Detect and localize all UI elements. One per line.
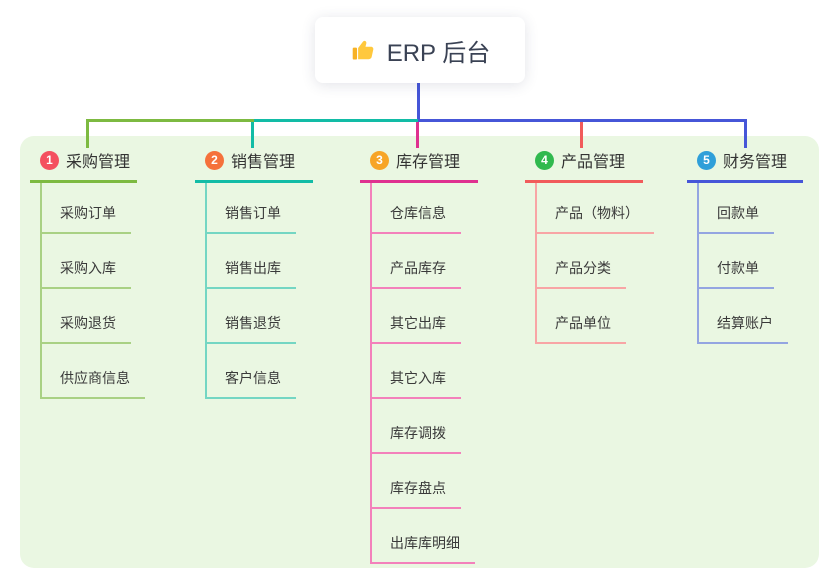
child-node-label: 产品分类 <box>537 258 626 289</box>
child-node-label: 产品库存 <box>372 258 461 289</box>
branches-panel <box>20 136 819 568</box>
child-node-label: 产品单位 <box>537 313 626 344</box>
branch-number-badge: 5 <box>697 150 716 170</box>
child-node[interactable]: 销售出库 <box>207 234 313 289</box>
branch-column: 5 财务管理回款单付款单结算账户 <box>687 146 803 344</box>
branch-number-badge: 4 <box>535 150 554 170</box>
connector-branch-drop-3 <box>416 122 419 148</box>
branch-title: 产品管理 <box>561 154 626 171</box>
child-node[interactable]: 库存盘点 <box>372 454 478 509</box>
child-node[interactable]: 产品（物料） <box>537 183 654 234</box>
connector-branch-drop-2 <box>251 122 254 148</box>
branch-column: 4 产品管理产品（物料） 产品分类产品单位 <box>525 146 654 344</box>
branch-header[interactable]: 3 库存管理 <box>360 146 478 183</box>
child-node[interactable]: 其它出库 <box>372 289 478 344</box>
child-node-label: 出库库明细 <box>372 533 475 564</box>
child-node-label: 销售退货 <box>207 313 296 344</box>
root-title: ERP 后台 <box>386 39 491 67</box>
branch-column: 3 库存管理仓库信息产品库存其它出库其它入库库存调拨库存盘点出库库明细 <box>360 146 478 564</box>
child-node-label: 产品（物料） <box>537 203 654 234</box>
connector-bus-segment-green <box>86 119 254 122</box>
branch-header[interactable]: 1 采购管理 <box>30 146 137 183</box>
child-node-label: 结算账户 <box>699 313 788 344</box>
child-node-label: 仓库信息 <box>372 203 461 234</box>
child-node[interactable]: 销售退货 <box>207 289 313 344</box>
branch-children: 产品（物料） 产品分类产品单位 <box>535 183 654 344</box>
child-node-label: 回款单 <box>699 203 774 234</box>
branch-number-badge: 1 <box>40 150 59 170</box>
child-node-label: 库存盘点 <box>372 478 461 509</box>
child-node-label: 采购退货 <box>42 313 131 344</box>
root-node[interactable]: ERP 后台 <box>315 17 525 83</box>
branch-column: 2 销售管理销售订单销售出库销售退货客户信息 <box>195 146 313 399</box>
branch-title: 采购管理 <box>66 154 131 171</box>
child-node-label: 采购订单 <box>42 203 131 234</box>
child-node-label: 客户信息 <box>207 368 296 399</box>
connector-root-drop <box>417 83 420 120</box>
branch-number-badge: 2 <box>205 150 224 170</box>
child-node[interactable]: 付款单 <box>699 234 803 289</box>
branch-header[interactable]: 5 财务管理 <box>687 146 803 183</box>
branch-children: 采购订单采购入库采购退货供应商信息 <box>40 183 145 399</box>
child-node[interactable]: 供应商信息 <box>42 344 145 399</box>
connector-branch-drop-1 <box>86 119 89 148</box>
branch-children: 销售订单销售出库销售退货客户信息 <box>205 183 313 399</box>
child-node-label: 销售出库 <box>207 258 296 289</box>
branch-header[interactable]: 4 产品管理 <box>525 146 643 183</box>
branch-title: 财务管理 <box>723 154 788 171</box>
child-node-label: 供应商信息 <box>42 368 145 399</box>
child-node[interactable]: 采购退货 <box>42 289 145 344</box>
child-node[interactable]: 采购订单 <box>42 183 145 234</box>
child-node-label: 付款单 <box>699 258 774 289</box>
connector-bus-segment-teal <box>254 119 418 122</box>
branch-title: 库存管理 <box>396 154 461 171</box>
child-node-label: 其它出库 <box>372 313 461 344</box>
child-node[interactable]: 销售订单 <box>207 183 313 234</box>
branch-header[interactable]: 2 销售管理 <box>195 146 313 183</box>
child-node[interactable]: 结算账户 <box>699 289 803 344</box>
connector-branch-drop-5 <box>744 119 747 148</box>
child-node[interactable]: 客户信息 <box>207 344 313 399</box>
child-node-label: 销售订单 <box>207 203 296 234</box>
child-node[interactable]: 仓库信息 <box>372 183 478 234</box>
branch-title: 销售管理 <box>231 154 296 171</box>
branch-column: 1 采购管理采购订单采购入库采购退货供应商信息 <box>30 146 145 399</box>
child-node[interactable]: 回款单 <box>699 183 803 234</box>
connector-branch-drop-4 <box>580 122 583 148</box>
thumbs-up-icon <box>350 37 376 63</box>
child-node-label: 库存调拨 <box>372 423 461 454</box>
child-node-label: 其它入库 <box>372 368 461 399</box>
child-node[interactable]: 产品单位 <box>537 289 654 344</box>
child-node[interactable]: 采购入库 <box>42 234 145 289</box>
child-node[interactable]: 其它入库 <box>372 344 478 399</box>
branch-children: 回款单付款单结算账户 <box>697 183 803 344</box>
child-node-label: 采购入库 <box>42 258 131 289</box>
branch-children: 仓库信息产品库存其它出库其它入库库存调拨库存盘点出库库明细 <box>370 183 478 564</box>
child-node[interactable]: 产品分类 <box>537 234 654 289</box>
child-node[interactable]: 产品库存 <box>372 234 478 289</box>
branch-number-badge: 3 <box>370 150 389 170</box>
connector-bus-segment-blue <box>418 119 747 122</box>
child-node[interactable]: 出库库明细 <box>372 509 478 564</box>
child-node[interactable]: 库存调拨 <box>372 399 478 454</box>
